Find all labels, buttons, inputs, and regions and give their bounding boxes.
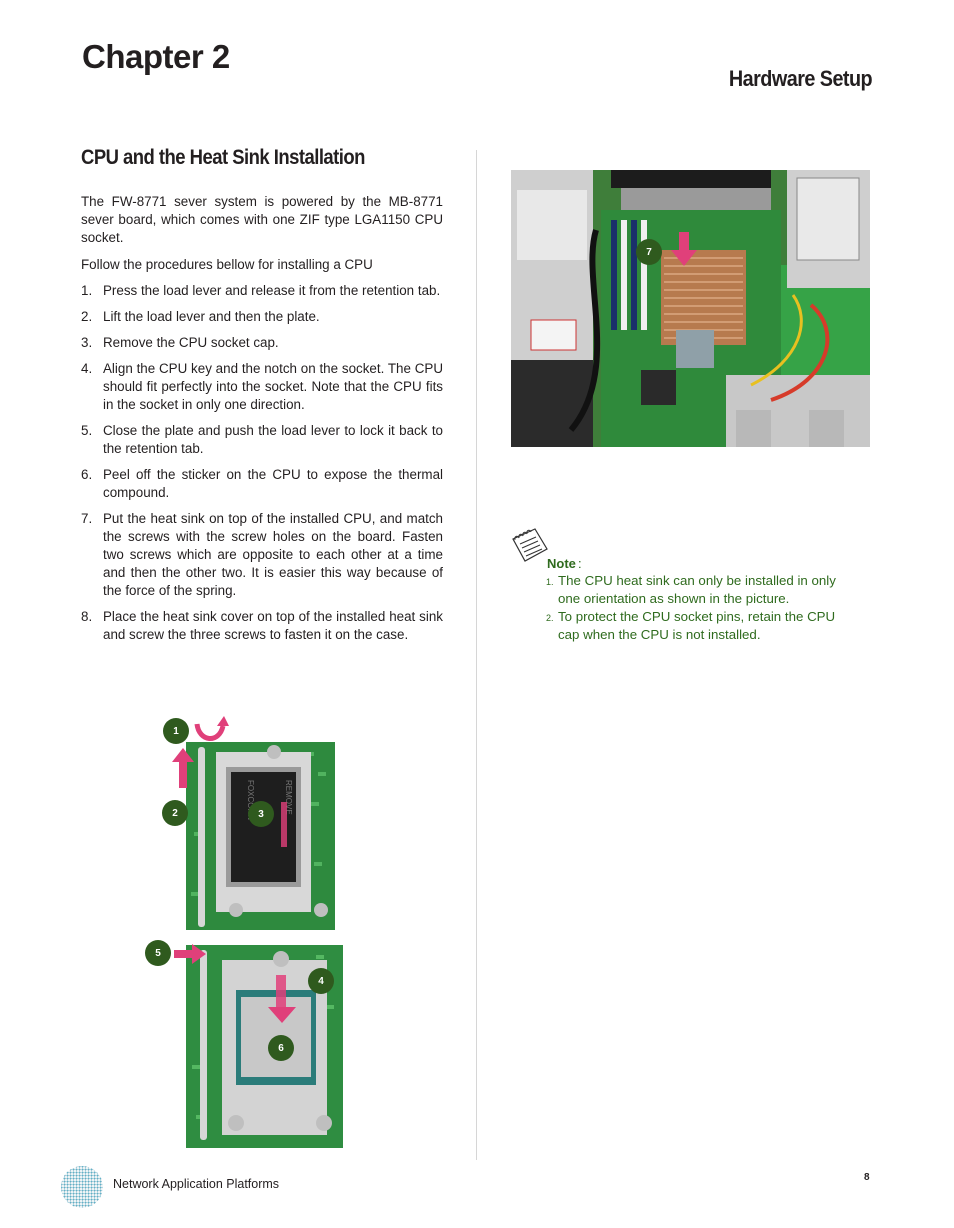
- step-number: 2.: [81, 309, 93, 324]
- chapter-title: Chapter 2: [82, 38, 230, 75]
- step-marker-2: 2: [162, 800, 188, 826]
- step-text: Place the heat sink cover on top of the …: [103, 609, 443, 642]
- note-number: 2.: [546, 613, 554, 623]
- step-text: Close the plate and push the load lever …: [103, 423, 443, 456]
- step-item: 5. Close the plate and push the load leve…: [81, 422, 443, 458]
- intro-paragraph: The FW-8771 sever system is powered by t…: [81, 194, 443, 245]
- page-number: 8: [864, 1172, 870, 1183]
- step-text: Lift the load lever and then the plate.: [103, 309, 320, 324]
- subsection-title: CPU and the Heat Sink Installation: [81, 146, 365, 169]
- server-chassis-illustration: [511, 170, 870, 447]
- note-label: Note: [547, 556, 576, 571]
- step-item: 2. Lift the load lever and then the plate…: [81, 308, 443, 326]
- step-number: 3.: [81, 335, 93, 350]
- step-text: Peel off the sticker on the CPU to expos…: [103, 467, 443, 500]
- step-marker-3: 3: [248, 801, 274, 827]
- step-text: Put the heat sink on top of the installe…: [103, 511, 443, 598]
- note-item: 1. The CPU heat sink can only be installe…: [546, 572, 858, 608]
- step-item: 3. Remove the CPU socket cap.: [81, 334, 443, 352]
- step-marker-1: 1: [163, 718, 189, 744]
- step-text: Remove the CPU socket cap.: [103, 335, 279, 350]
- note-text: To protect the CPU socket pins, retain t…: [558, 609, 836, 642]
- note-list: 1. The CPU heat sink can only be installe…: [546, 572, 858, 644]
- server-chassis-photo: [511, 170, 870, 447]
- step-marker-7: 7: [636, 239, 662, 265]
- footer-text: Network Application Platforms: [113, 1177, 280, 1191]
- column-divider: [476, 150, 477, 1160]
- company-logo-icon: [61, 1166, 103, 1208]
- step-number: 5.: [81, 423, 93, 438]
- step-marker-5: 5: [145, 940, 171, 966]
- step-item: 4. Align the CPU key and the notch on the…: [81, 360, 443, 414]
- cap-remove-text: REMOVE: [284, 780, 293, 815]
- note-number: 1.: [546, 577, 554, 587]
- step-item: 1. Press the load lever and release it fr…: [81, 282, 443, 300]
- procedure-steps: 1. Press the load lever and release it fr…: [81, 282, 443, 652]
- step-number: 1.: [81, 283, 93, 298]
- step-item: 8. Place the heat sink cover on top of th…: [81, 608, 443, 644]
- step-text: Press the load lever and release it from…: [103, 283, 441, 298]
- step-number: 4.: [81, 361, 93, 376]
- socket-closed-photo: [186, 945, 343, 1148]
- step-marker-4: 4: [308, 968, 334, 994]
- step-marker-6: 6: [268, 1035, 294, 1061]
- step-text: Align the CPU key and the notch on the s…: [103, 361, 443, 412]
- procedure-intro: Follow the procedures bellow for install…: [81, 257, 373, 272]
- lift-arrow-icon: [172, 748, 194, 788]
- step-number: 6.: [81, 467, 93, 482]
- note-item: 2. To protect the CPU socket pins, retai…: [546, 608, 858, 644]
- cap-brand-text: FOXCONN: [246, 780, 255, 820]
- step-item: 7. Put the heat sink on top of the instal…: [81, 510, 443, 600]
- note-text: The CPU heat sink can only be installed …: [558, 573, 836, 606]
- note-pad-icon: [512, 528, 548, 562]
- step-item: 6. Peel off the sticker on the CPU to exp…: [81, 466, 443, 502]
- step-number: 8.: [81, 609, 93, 624]
- section-title: Hardware Setup: [728, 66, 873, 91]
- release-arrow-icon: [194, 716, 229, 741]
- push-arrow-icon: [174, 944, 206, 964]
- socket-closed-illustration: [186, 945, 343, 1148]
- socket-open-photo: FOXCONN REMOVE: [186, 742, 335, 930]
- socket-open-illustration: FOXCONN REMOVE: [186, 742, 335, 930]
- step-number: 7.: [81, 511, 93, 526]
- note-colon: :: [578, 556, 582, 571]
